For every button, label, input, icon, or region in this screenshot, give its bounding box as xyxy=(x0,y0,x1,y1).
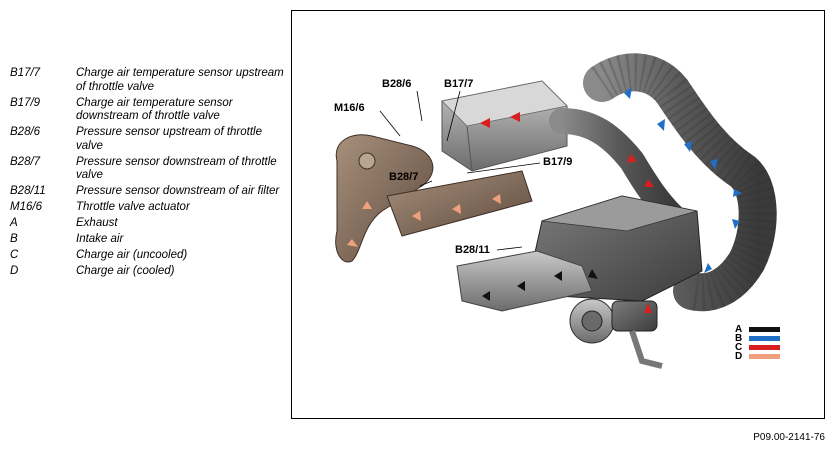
callout-b28-6: B28/6 xyxy=(382,78,412,90)
legend-desc: Exhaust xyxy=(76,217,118,230)
flow-arrows xyxy=(347,87,742,313)
callout-b17-9: B17/9 xyxy=(543,156,573,168)
callout-m16-6: M16/6 xyxy=(334,102,365,114)
legend: B17/7 Charge air temperature sensor upstr… xyxy=(10,67,285,281)
exhaust-manifold-right xyxy=(456,250,593,312)
legend-code: D xyxy=(10,265,19,278)
legend-desc: Pressure sensor downstream of air filter xyxy=(76,185,280,198)
intake-air-duct xyxy=(583,53,777,312)
flow-key-item: A xyxy=(735,324,780,335)
charge-air-uncooled-arrows xyxy=(480,112,654,313)
legend-desc: Charge air temperature sensor downstream… xyxy=(76,96,233,123)
legend-item: C Charge air (uncooled) xyxy=(10,249,285,263)
flow-key-letter: C xyxy=(735,342,743,353)
figure-code: P09.00-2141-76 xyxy=(753,432,825,443)
exhaust-flow-arrows xyxy=(482,269,598,301)
flow-key: A B C D xyxy=(735,324,780,362)
legend-item: B Intake air xyxy=(10,233,285,247)
flow-key-swatch xyxy=(749,345,780,350)
legend-desc: Pressure sensor downstream of throttle v… xyxy=(76,155,277,182)
charge-air-cooler xyxy=(441,80,568,172)
flow-key-letter: D xyxy=(735,351,743,362)
flow-key-letter: B xyxy=(735,333,743,344)
legend-code: B17/9 xyxy=(10,96,41,109)
callout-leader-lines xyxy=(379,90,541,251)
flow-key-item: D xyxy=(735,351,780,362)
legend-item: D Charge air (cooled) xyxy=(10,265,285,279)
legend-item: B28/6 Pressure sensor upstream of throttl… xyxy=(10,126,285,153)
legend-item: B17/7 Charge air temperature sensor upstr… xyxy=(10,67,285,94)
flow-key-letter: A xyxy=(735,324,743,335)
flow-key-swatch xyxy=(749,327,780,332)
engine-diagram-frame: B28/6 B17/7 M16/6 B17/9 B28/7 B28/11 xyxy=(291,10,825,419)
flow-key-item: C xyxy=(735,342,780,353)
flow-key-item: B xyxy=(735,333,780,344)
legend-desc: Throttle valve actuator xyxy=(76,201,190,214)
legend-item: B17/9 Charge air temperature sensor downs… xyxy=(10,97,285,124)
legend-code: B28/11 xyxy=(10,185,46,198)
legend-desc: Charge air (cooled) xyxy=(76,265,175,278)
engine-illustration xyxy=(335,53,777,369)
flow-key-swatch xyxy=(749,354,780,359)
charge-air-cooled-arrows xyxy=(347,194,501,247)
legend-desc: Pressure sensor upstream of throttle val… xyxy=(76,126,262,152)
turbocharger xyxy=(569,298,663,369)
legend-code: C xyxy=(10,249,19,262)
callout-b28-7: B28/7 xyxy=(389,171,419,183)
legend-code: B28/6 xyxy=(10,126,41,139)
callout-b28-11: B28/11 xyxy=(455,244,490,256)
legend-code: M16/6 xyxy=(10,201,42,214)
legend-item: A Exhaust xyxy=(10,217,285,231)
legend-code: B xyxy=(10,233,18,246)
legend-desc: Charge air temperature sensor upstream o… xyxy=(76,67,284,93)
legend-code: A xyxy=(10,217,18,230)
legend-desc: Charge air (uncooled) xyxy=(76,249,188,262)
legend-item: M16/6 Throttle valve actuator xyxy=(10,201,285,215)
legend-code: B28/7 xyxy=(10,155,41,168)
legend-item: B28/11 Pressure sensor downstream of air … xyxy=(10,185,285,199)
exhaust-manifold-left xyxy=(335,134,533,263)
legend-code: B17/7 xyxy=(10,67,41,79)
intake-flow-arrows xyxy=(624,87,742,273)
flow-key-swatch xyxy=(749,336,780,341)
legend-desc: Intake air xyxy=(76,233,124,246)
legend-item: B28/7 Pressure sensor downstream of throt… xyxy=(10,156,285,183)
callout-b17-7: B17/7 xyxy=(444,78,474,90)
